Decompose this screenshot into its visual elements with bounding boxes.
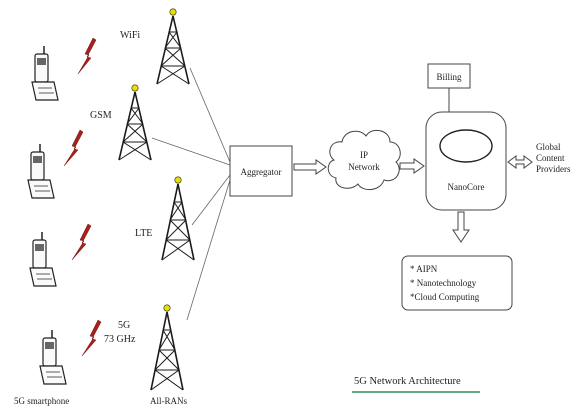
service-item-nanotechnology: * Nanotechnology [410,278,477,288]
tower-label-gsm: GSM [90,110,112,121]
wireless-signal-icon [71,223,92,261]
service-item-cloud-computing: *Cloud Computing [410,292,480,302]
mobile-phone [27,144,55,199]
mobile-phone [29,232,57,287]
tower-label-lte: LTE [135,228,152,239]
mobile-phone [39,330,67,385]
aggregator-label: Aggregator [241,167,282,177]
global-content-label-line3: Providers [536,164,571,174]
arrow-down-icon [452,211,470,243]
cell-tower-icon [150,304,184,391]
billing-label: Billing [436,72,462,82]
aggregator-box [229,145,293,197]
smartphone-label: 5G smartphone [14,396,69,406]
service-item-aipn: * AIPN [410,264,438,274]
wireless-signal-icon [77,37,97,75]
all-rans-label: All-RANs [150,396,187,406]
arrow-right-icon [399,158,425,174]
global-content-label-line2: Content [536,153,565,163]
cell-tower-icon [118,84,152,161]
services-box [401,255,513,311]
mobile-phone [31,46,59,101]
nanocore-core-ellipse [439,129,493,163]
arrow-right-icon [293,159,327,175]
tower-label-wifi: WiFi [120,30,140,41]
ip-network-label-line1: IP [360,150,368,160]
bidirectional-arrow-icon [507,155,533,169]
global-content-label-line1: Global [536,142,561,152]
tower-label-5g: 5G [118,320,130,331]
ip-network-label-line2: Network [348,162,380,172]
nanocore-label: NanoCore [448,182,485,192]
tower-label-5g-frequency: 73 GHz [104,334,136,345]
wireless-signal-icon [81,319,102,357]
tower-links [151,67,231,321]
diagram-caption: 5G Network Architecture [354,376,461,387]
wireless-signal-icon [63,129,84,167]
cell-tower-icon [161,176,195,261]
ip-network-cloud [327,129,401,190]
cell-tower-icon [156,8,190,85]
